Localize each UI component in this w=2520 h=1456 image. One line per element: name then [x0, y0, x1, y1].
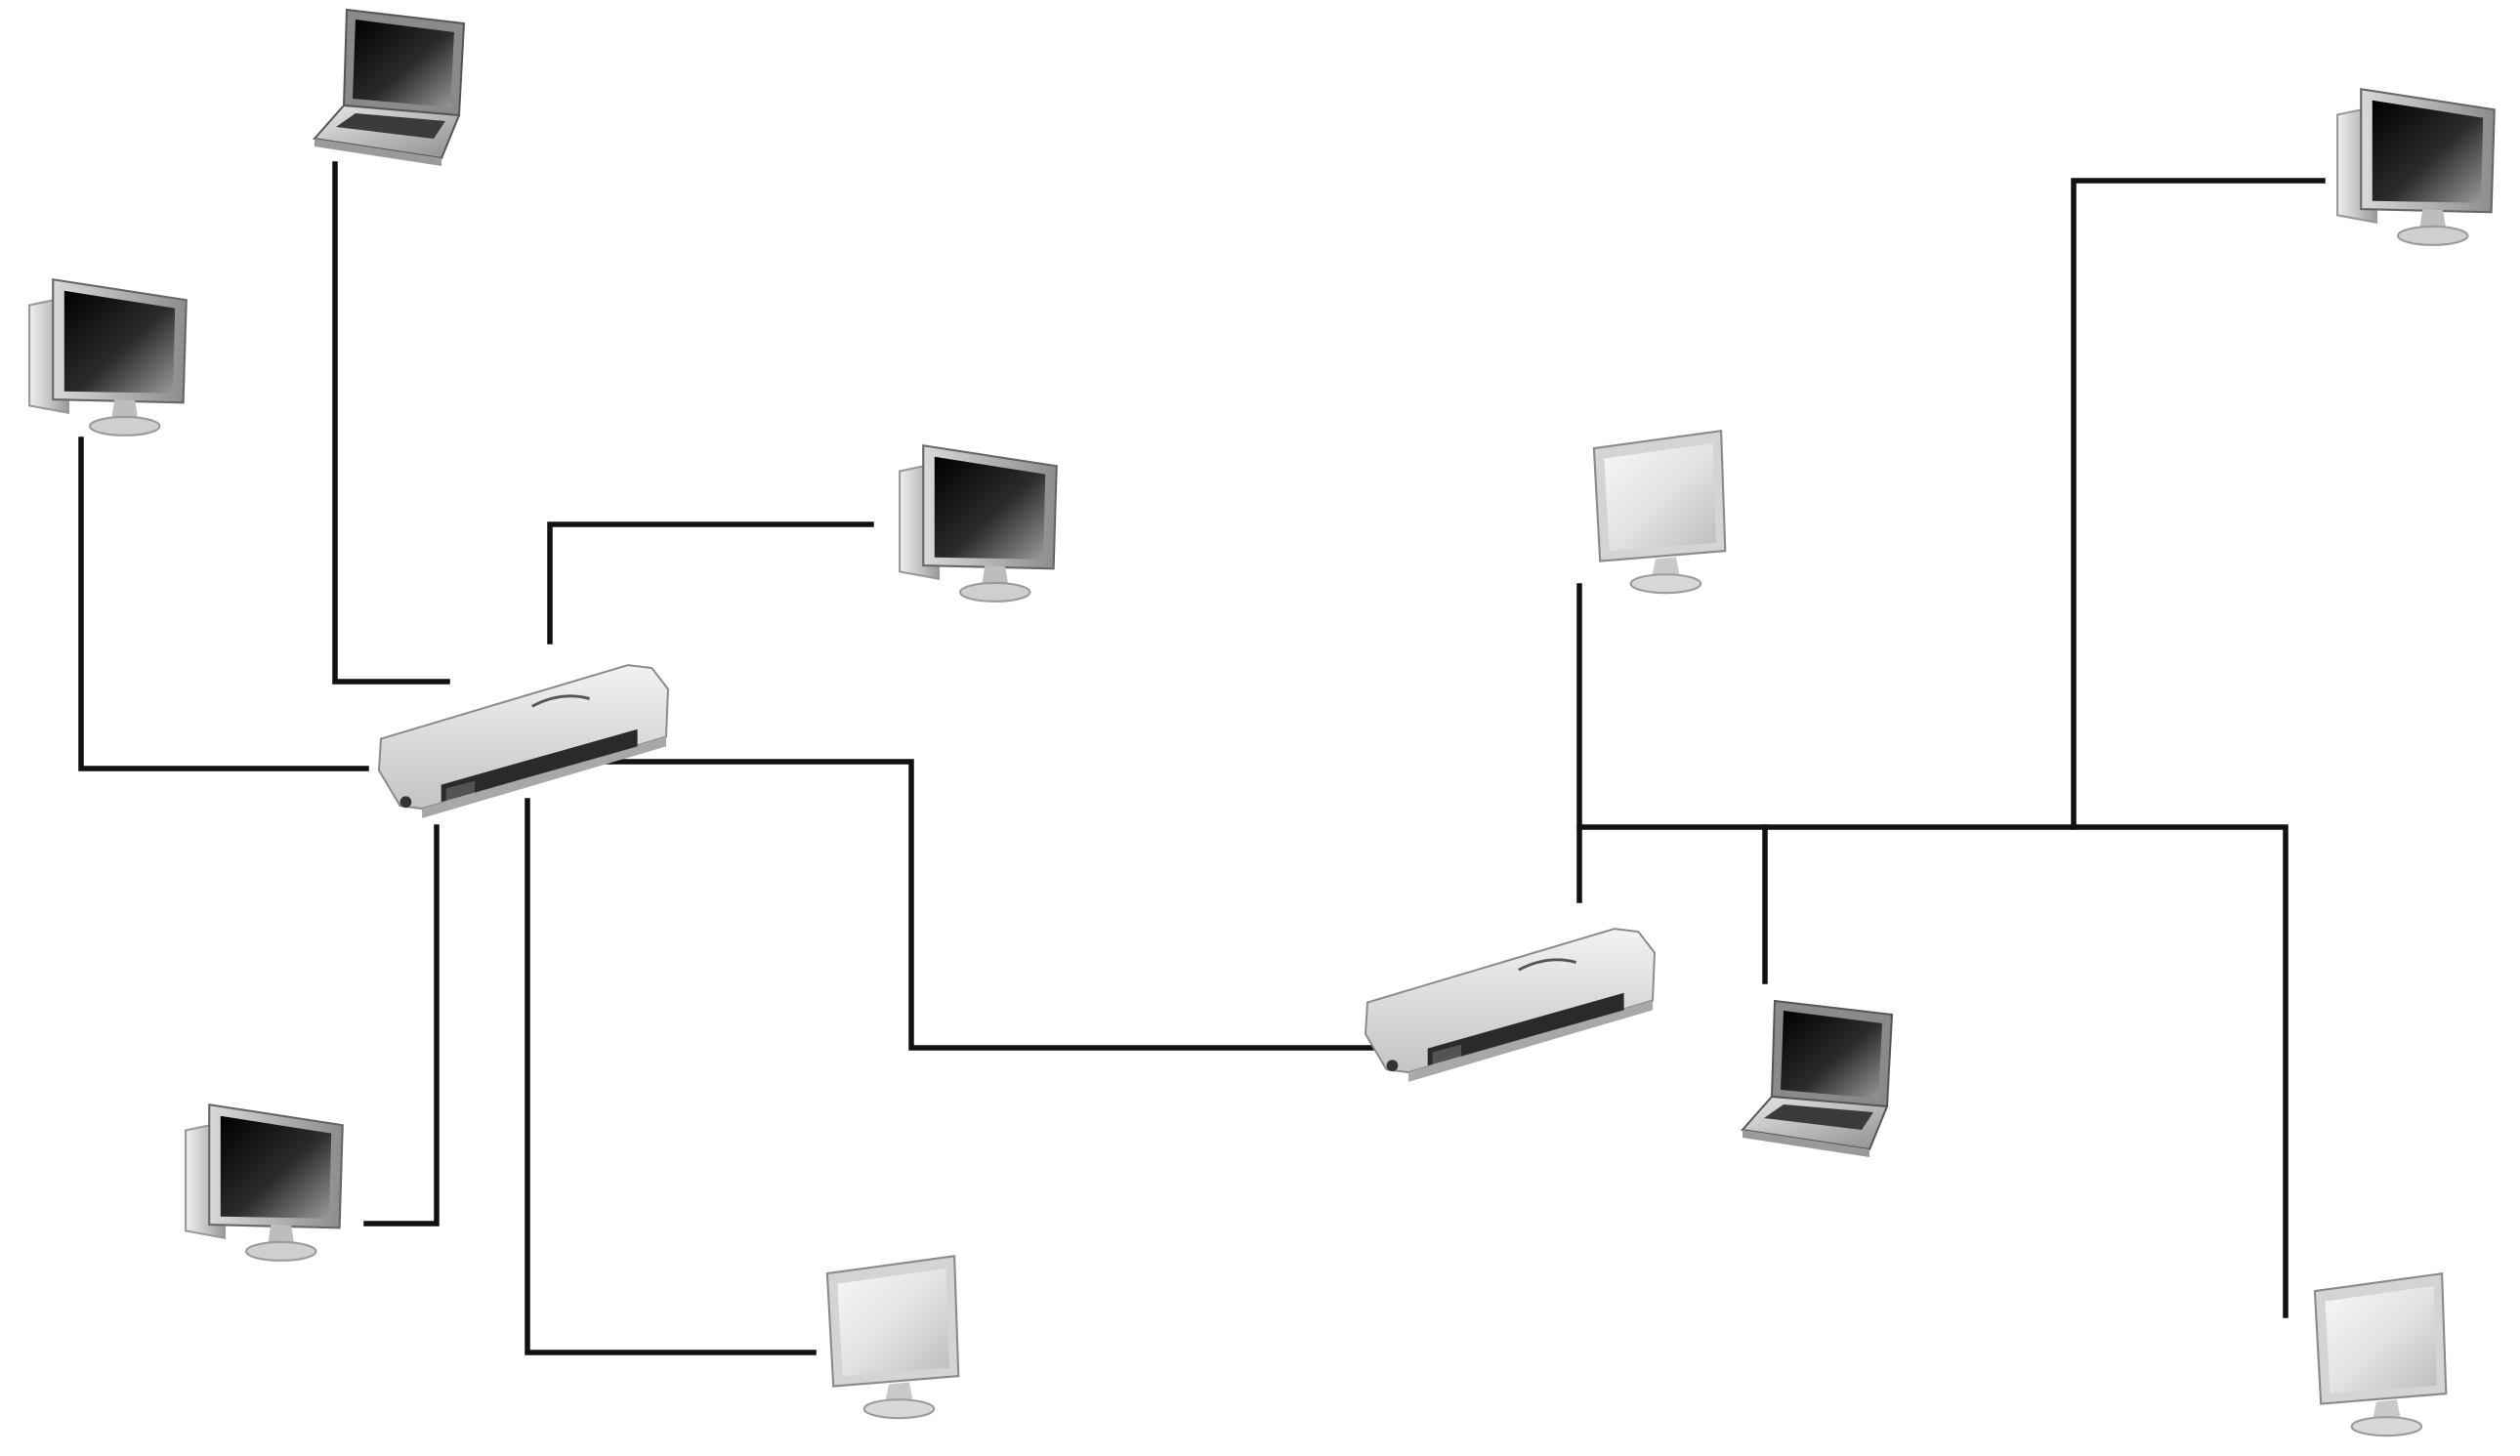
monitor-icon [1592, 430, 1727, 595]
desktop-computer-icon [185, 1103, 344, 1262]
link-switch-right-desktop-top-right [2071, 178, 2326, 830]
connection-lines [78, 161, 2326, 1355]
network-switch-icon [1364, 927, 1657, 1084]
desktop-computer-icon [28, 278, 188, 437]
link-switch-left-desktop-bottom-left [363, 824, 440, 1227]
link-switch-left-desktop-center-left [547, 521, 874, 645]
network-switch-icon [377, 663, 670, 820]
link-switch-left-laptop-top-left [332, 161, 450, 685]
laptop-icon [1742, 1000, 1893, 1158]
monitor-icon [2313, 1272, 2448, 1437]
desktop-computer-icon [2336, 88, 2496, 246]
link-switch-right-bus [1576, 824, 2289, 1318]
laptop-icon [314, 9, 465, 167]
link-switch-left-monitor-bottom-center [525, 798, 817, 1355]
desktop-computer-icon [899, 444, 1058, 603]
link-switch-left-desktop-left [78, 437, 369, 771]
link-switch-left-switch-right [598, 759, 1390, 1051]
monitor-icon [825, 1255, 960, 1420]
